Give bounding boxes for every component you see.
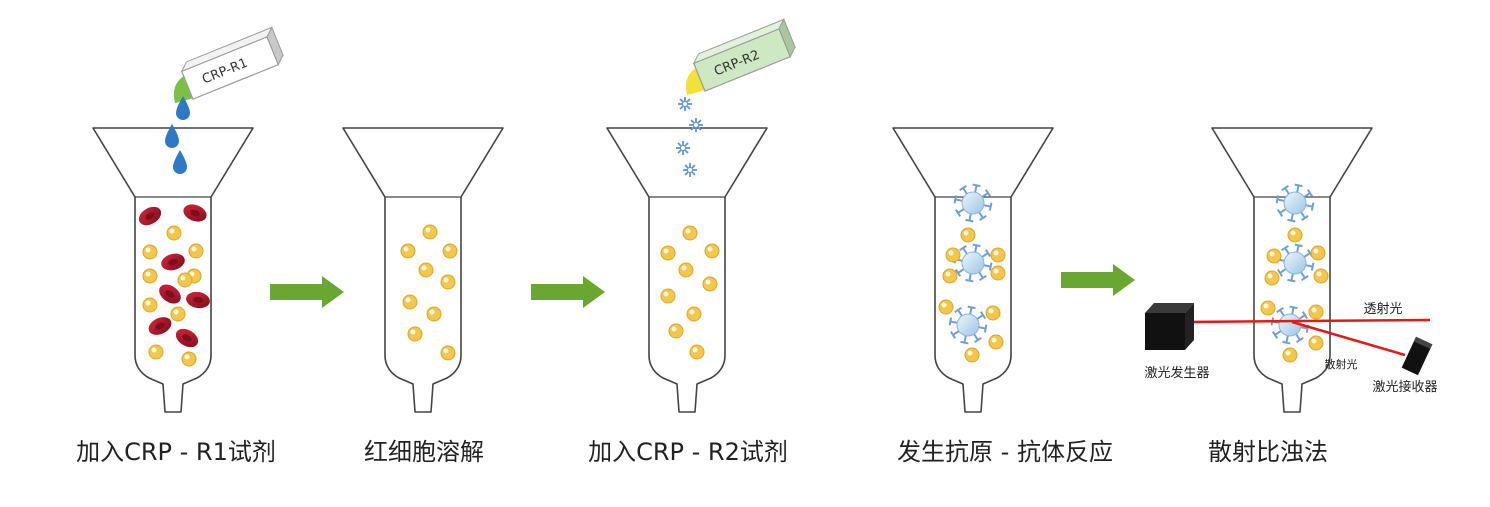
latex-particle: [668, 323, 684, 339]
latex-particle: [1282, 347, 1298, 363]
latex-particle: [1310, 245, 1326, 261]
latex-particle: [1260, 300, 1276, 316]
reagent-flake-2: [689, 118, 703, 132]
latex-particle: [990, 247, 1006, 263]
red-blood-cell: [138, 206, 162, 226]
latex-particle: [426, 306, 442, 322]
latex-particle: [400, 243, 416, 259]
latex-particle: [1308, 304, 1324, 320]
latex-particle: [407, 326, 423, 342]
latex-particle: [1287, 227, 1303, 243]
latex-particle: [142, 244, 158, 260]
latex-particle: [689, 344, 705, 360]
red-blood-cell: [148, 317, 172, 335]
drop-2: [165, 124, 179, 148]
caption-step-4: 发生抗原 - 抗体反应: [897, 438, 1113, 466]
laser-emitter-box: [1145, 303, 1194, 350]
latex-particle: [170, 306, 186, 322]
antibody-complex: [1275, 183, 1315, 223]
laser-setup: 激光发生器 激光接收器 透射光 散射光: [1144, 301, 1437, 395]
latex-particle: [678, 262, 694, 278]
reagent-flake-1: [678, 97, 692, 111]
laser-beam: [1184, 318, 1431, 324]
red-blood-cell: [183, 204, 207, 222]
latex-particle: [418, 262, 434, 278]
latex-particle: [960, 227, 976, 243]
latex-particle: [440, 274, 456, 290]
latex-particle: [440, 345, 456, 361]
latex-particle: [166, 225, 182, 241]
process-arrow-1: [270, 276, 344, 308]
transmitted-light-label: 透射光: [1363, 301, 1402, 317]
latex-particle: [990, 265, 1006, 281]
latex-particle: [945, 247, 961, 263]
latex-particle: [988, 334, 1004, 350]
latex-particle: [142, 297, 158, 313]
reagent-flake-3: [676, 141, 690, 155]
latex-particle: [985, 305, 1001, 321]
bottle-cap-r1: [173, 75, 193, 104]
latex-particle: [1264, 270, 1280, 286]
antibody-complex: [953, 183, 993, 223]
reagent-flake-4: [683, 163, 697, 177]
antibody-complex: [948, 305, 988, 345]
reagent-drops: [165, 96, 190, 174]
latex-particle: [188, 243, 204, 259]
drop-3: [173, 150, 187, 174]
latex-particle: [422, 224, 438, 240]
latex-particle: [686, 306, 702, 322]
reagent-bottle-r1: CRP-R1: [173, 26, 284, 104]
reagent-particles-r2: [676, 97, 703, 177]
latex-particle: [964, 347, 980, 363]
latex-particle: [148, 344, 164, 360]
scattered-light-label: 散射光: [1325, 357, 1358, 371]
process-arrow-2: [531, 276, 605, 308]
latex-particle: [702, 276, 718, 292]
latex-particle: [660, 245, 676, 261]
red-blood-cell: [175, 328, 199, 348]
latex-particle: [1308, 335, 1324, 351]
latex-particle: [181, 351, 197, 367]
red-blood-cell: [186, 291, 210, 309]
red-blood-cell: [159, 284, 181, 304]
laser-receiver-box: [1401, 336, 1433, 376]
caption-step-3: 加入CRP - R2试剂: [588, 438, 788, 466]
process-arrow-3: [1061, 264, 1135, 296]
caption-step-5: 散射比浊法: [1208, 438, 1328, 466]
latex-particle: [142, 268, 158, 284]
reagent-bottle-r2: CRP-R2: [685, 18, 796, 96]
latex-particle: [177, 272, 193, 288]
laser-receiver-label: 激光接收器: [1372, 379, 1437, 395]
latex-particle: [442, 243, 458, 259]
scattered-beam: [1291, 320, 1406, 357]
latex-particle: [938, 299, 954, 315]
caption-step-1: 加入CRP - R1试剂: [76, 438, 276, 466]
latex-particle: [682, 225, 698, 241]
red-blood-cell: [161, 253, 185, 271]
latex-particle: [1266, 248, 1282, 264]
caption-step-2: 红细胞溶解: [364, 438, 484, 466]
latex-particle: [704, 243, 720, 259]
latex-particle: [660, 288, 676, 304]
latex-particle: [942, 268, 958, 284]
laser-emitter-label: 激光发生器: [1144, 365, 1209, 381]
latex-particle: [402, 294, 418, 310]
bottle-cap-r2: [685, 67, 705, 96]
latex-particle: [1313, 268, 1329, 284]
drop-1: [176, 96, 190, 120]
